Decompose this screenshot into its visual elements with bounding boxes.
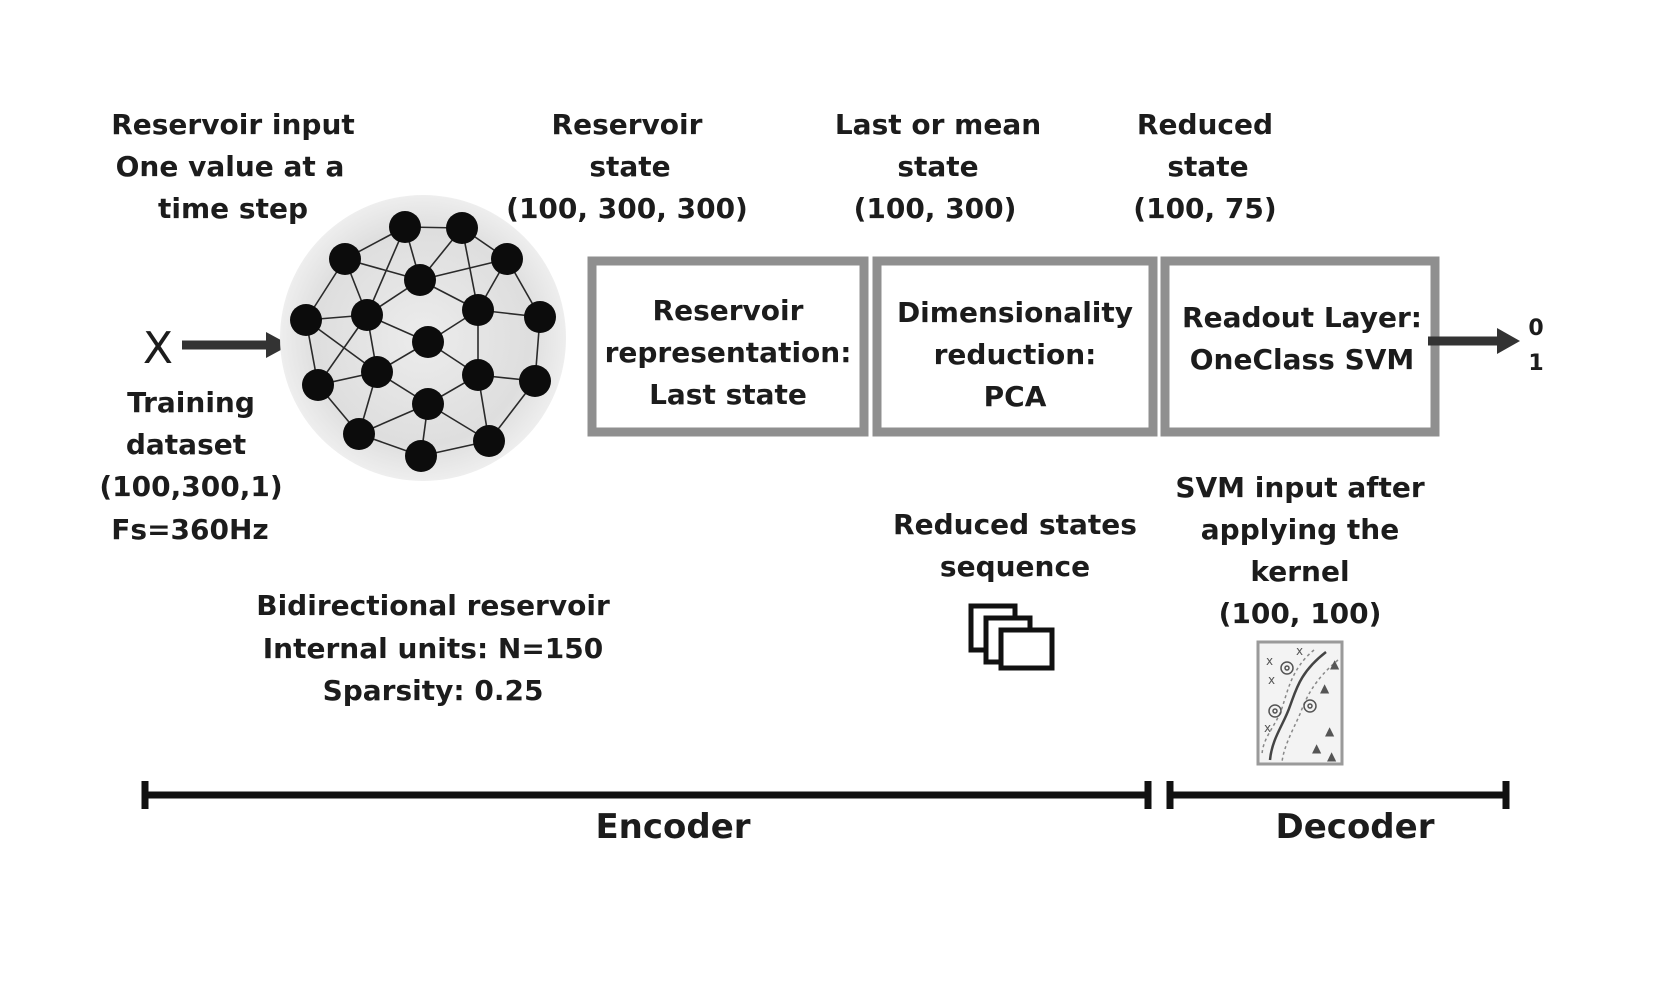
reservoir-node xyxy=(343,418,375,450)
svg-text:▲: ▲ xyxy=(1327,749,1337,763)
svm-input-label: SVM input after applying the kernel (100… xyxy=(1175,471,1425,630)
dim-reduction-line-2: reduction: xyxy=(934,338,1097,371)
readout-layer-box: Readout Layer: OneClass SVM xyxy=(1160,256,1440,437)
reservoir-info-line-2: Internal units: N=150 xyxy=(263,632,604,665)
reservoir-node xyxy=(462,294,494,326)
reservoir-node xyxy=(361,356,393,388)
reservoir-node xyxy=(329,243,361,275)
reduced-state-line-1: Reduced xyxy=(1137,108,1273,141)
svg-text:x: x xyxy=(1264,721,1271,735)
reservoir-network-icon xyxy=(280,195,566,481)
svm-input-line-2: applying the xyxy=(1201,513,1399,546)
reservoir-node xyxy=(524,301,556,333)
reservoir-state-line-1: Reservoir xyxy=(552,108,703,141)
reservoir-node xyxy=(519,365,551,397)
readout-line-2: OneClass SVM xyxy=(1190,343,1415,376)
svg-text:▲: ▲ xyxy=(1330,657,1340,671)
dim-reduction-line-3: PCA xyxy=(984,380,1047,413)
reservoir-info-line-3: Sparsity: 0.25 xyxy=(323,674,544,707)
output-labels: 0 1 xyxy=(1528,316,1543,376)
reservoir-info-line-1: Bidirectional reservoir xyxy=(256,589,610,622)
reservoir-node xyxy=(405,440,437,472)
reservoir-node xyxy=(491,243,523,275)
dimensionality-reduction-box: Dimensionality reduction: PCA xyxy=(872,256,1158,437)
reduced-seq-line-2: sequence xyxy=(940,550,1090,583)
last-or-mean-state-label: Last or mean state (100, 300) xyxy=(835,108,1041,225)
reservoir-node xyxy=(290,304,322,336)
input-title-line-3: time step xyxy=(158,192,308,225)
svg-text:▲: ▲ xyxy=(1325,724,1335,738)
reservoir-state-label: Reservoir state (100, 300, 300) xyxy=(506,108,748,225)
svg-text:▲: ▲ xyxy=(1312,741,1322,755)
encoder-bar xyxy=(141,781,1152,809)
input-title-line-1: Reservoir input xyxy=(111,108,355,141)
reservoir-node xyxy=(446,212,478,244)
encoder-label: Encoder xyxy=(595,807,750,847)
svm-input-line-1: SVM input after xyxy=(1175,471,1425,504)
training-dataset-label: Training dataset (100,300,1) Fs=360Hz xyxy=(99,386,282,546)
last-or-mean-line-2: state xyxy=(897,150,978,183)
input-title: Reservoir input One value at a time step xyxy=(111,108,355,225)
representation-line-3: Last state xyxy=(649,378,807,411)
reservoir-node xyxy=(302,369,334,401)
svm-input-line-4: (100, 100) xyxy=(1219,597,1382,630)
reservoir-info: Bidirectional reservoir Internal units: … xyxy=(256,589,610,707)
reservoir-node xyxy=(462,359,494,391)
svm-input-line-3: kernel xyxy=(1250,555,1349,588)
output-label-0: 0 xyxy=(1528,316,1543,341)
training-line-4: Fs=360Hz xyxy=(111,513,268,546)
svg-text:▲: ▲ xyxy=(1320,681,1330,695)
reduced-state-line-2: state xyxy=(1167,150,1248,183)
decoder-bar xyxy=(1166,781,1510,809)
training-line-1: Training xyxy=(127,386,255,419)
dim-reduction-line-1: Dimensionality xyxy=(897,296,1133,329)
reservoir-node xyxy=(404,264,436,296)
input-arrow-icon xyxy=(182,332,290,358)
reservoir-node xyxy=(412,326,444,358)
reservoir-representation-box: Reservoir representation: Last state xyxy=(587,256,869,437)
reservoir-node xyxy=(473,425,505,457)
training-line-2: dataset xyxy=(126,428,246,461)
reservoir-node xyxy=(389,211,421,243)
last-or-mean-line-3: (100, 300) xyxy=(854,192,1017,225)
training-line-3: (100,300,1) xyxy=(99,470,282,503)
output-label-1: 1 xyxy=(1528,351,1543,376)
input-title-line-2: One value at a xyxy=(116,150,345,183)
reduced-state-line-3: (100, 75) xyxy=(1133,192,1276,225)
svg-text:x: x xyxy=(1268,673,1275,687)
output-arrow-icon xyxy=(1428,328,1520,354)
reservoir-node xyxy=(351,299,383,331)
representation-line-2: representation: xyxy=(605,336,852,369)
reduced-seq-line-1: Reduced states xyxy=(893,508,1137,541)
svg-text:x: x xyxy=(1296,644,1303,658)
svg-text:x: x xyxy=(1266,654,1273,668)
representation-line-1: Reservoir xyxy=(653,294,804,327)
reduced-state-label: Reduced state (100, 75) xyxy=(1133,108,1276,225)
last-or-mean-line-1: Last or mean xyxy=(835,108,1041,141)
reduced-states-sequence-label: Reduced states sequence xyxy=(893,508,1137,583)
decoder-label: Decoder xyxy=(1276,807,1435,847)
stacked-states-icon xyxy=(968,603,1055,671)
readout-line-1: Readout Layer: xyxy=(1182,301,1422,334)
input-symbol-x: X xyxy=(143,323,173,374)
reservoir-state-line-2: state xyxy=(589,150,670,183)
reservoir-node xyxy=(412,388,444,420)
svm-kernel-plot-icon: x x x x ▲ ▲ ▲ ▲ ▲ xyxy=(1256,640,1344,766)
reservoir-state-line-3: (100, 300, 300) xyxy=(506,192,748,225)
